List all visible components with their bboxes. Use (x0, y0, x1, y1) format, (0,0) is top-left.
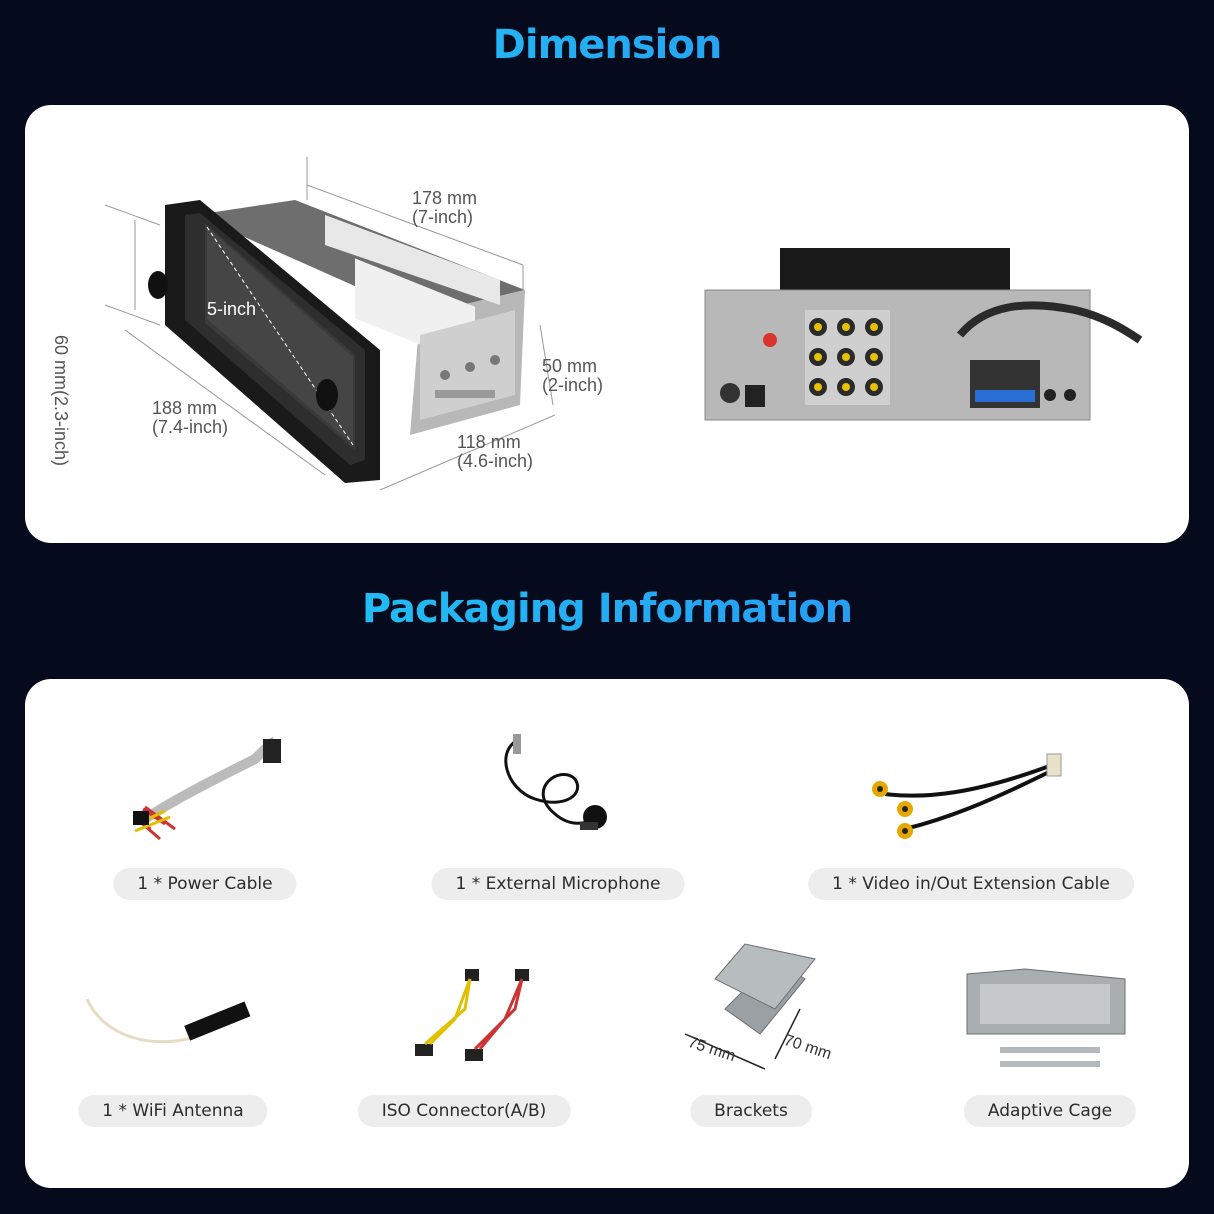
adaptive-cage-label: Adaptive Cage (963, 1095, 1137, 1127)
length-mm: 178 mm (412, 188, 478, 208)
packaging-illustrations (85, 734, 1126, 1070)
front-inch: (7.4-inch) (152, 417, 229, 437)
width-inch: (4.6-inch) (457, 451, 534, 471)
packaging-panel: 75 mm 70 mm 1 * Power Cable 1 * External… (25, 679, 1189, 1188)
dimension-illustration (104, 157, 1143, 491)
width-label: 118 mm (4.6-inch) (457, 433, 533, 471)
power-cable-label: 1 * Power Cable (113, 868, 297, 900)
power-cable-image (133, 736, 281, 841)
wifi-antenna-label: 1 * WiFi Antenna (78, 1095, 268, 1127)
microphone-label: 1 * External Microphone (431, 868, 685, 900)
depth-inch: (2-inch) (542, 375, 604, 395)
adaptive-cage-image (966, 968, 1126, 1067)
width-mm: 118 mm (457, 432, 521, 452)
depth-label: 50 mm (2-inch) (542, 357, 603, 395)
brackets-label: Brackets (690, 1095, 812, 1127)
iso-connector-image (415, 969, 529, 1061)
screen-size-label: 5-inch (207, 299, 257, 319)
front-mm: 188 mm (152, 398, 218, 418)
length-label: 178 mm (7-inch) (412, 189, 477, 227)
head-unit-image (104, 157, 556, 491)
iso-connector-label: ISO Connector(A/B) (357, 1095, 571, 1127)
dimension-panel: 178 mm (7-inch) 60 mm(2.3-inch) 5-inch 5… (25, 105, 1189, 543)
front-length-label: 188 mm (7.4-inch) (152, 399, 228, 437)
wifi-antenna-image (85, 998, 251, 1044)
back-panel-image (704, 248, 1143, 421)
height-label: 60 mm(2.3-inch) (51, 335, 71, 467)
video-cable-label: 1 * Video in/Out Extension Cable (808, 868, 1134, 900)
brackets-image (684, 943, 816, 1070)
video-cable-image (872, 753, 1062, 839)
depth-mm: 50 mm (542, 356, 598, 376)
length-inch: (7-inch) (412, 207, 474, 227)
packaging-heading: Packaging Information (0, 586, 1214, 632)
microphone-image (504, 734, 607, 830)
dimension-heading: Dimension (0, 22, 1214, 68)
height-text: 60 mm(2.3-inch) (51, 335, 71, 467)
